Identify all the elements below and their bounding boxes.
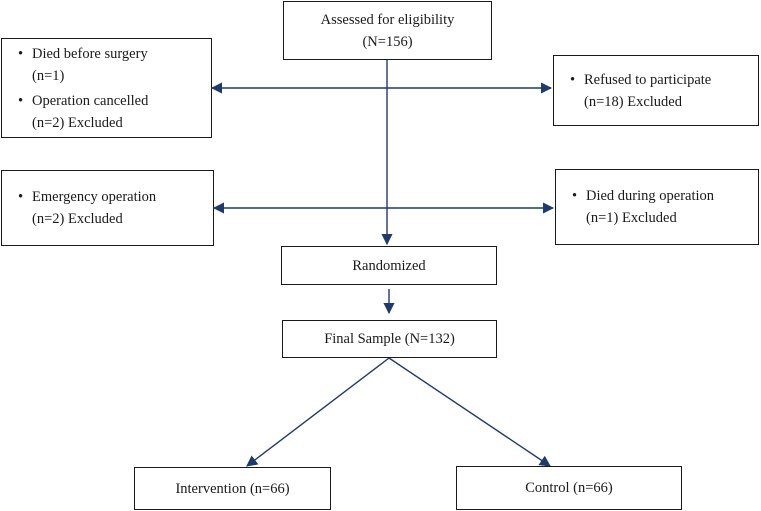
exclusion-item-died-before-surgery: • Died before surgery (n=1): [18, 43, 201, 87]
exclusion-item-line1: Operation cancelled: [32, 92, 149, 109]
right-mid-exclusion-box: • Died during operation (n=1) Excluded: [555, 169, 759, 245]
exclusion-item-line2: (n=18) Excluded: [584, 93, 682, 110]
bullet-icon: •: [570, 71, 576, 88]
exclusion-item-line2: (n=2) Excluded: [32, 211, 123, 227]
exclusion-item-line1: Emergency operation: [32, 189, 157, 205]
right-top-exclusion-box: • Refused to participate (n=18) Excluded: [553, 55, 759, 126]
assessed-title: Assessed for eligibility: [320, 11, 455, 28]
left-mid-exclusion-box: • Emergency operation (n=2) Excluded: [1, 170, 214, 246]
control-box: Control (n=66): [456, 466, 682, 510]
randomized-label: Randomized: [352, 257, 426, 274]
exclusion-item-line2: (n=1) Excluded: [586, 210, 677, 226]
final-sample-box: Final Sample (N=132): [282, 320, 497, 358]
exclusion-item-line1: Died during operation: [586, 188, 715, 204]
exclusion-item-refused: • Refused to participate (n=18) Excluded: [570, 69, 748, 113]
assessed-count: (N=156): [362, 33, 413, 50]
assessed-box: Assessed for eligibility (N=156): [283, 1, 492, 60]
final-sample-label: Final Sample (N=132): [324, 331, 455, 347]
exclusion-item-line2: (n=2) Excluded: [32, 114, 123, 131]
arrow-final-to-intervention: [246, 357, 390, 467]
bullet-icon: •: [18, 92, 24, 109]
exclusion-item-operation-cancelled: • Operation cancelled (n=2) Excluded: [18, 90, 201, 134]
intervention-box: Intervention (n=66): [134, 467, 331, 510]
exclusion-item-line1: Died before surgery: [32, 45, 148, 62]
exclusion-item-died-during-operation: • Died during operation (n=1) Excluded: [572, 185, 748, 229]
exclusion-item-emergency: • Emergency operation (n=2) Excluded: [18, 186, 203, 230]
bullet-icon: •: [18, 189, 24, 205]
bullet-icon: •: [572, 188, 578, 204]
control-label: Control (n=66): [525, 480, 613, 496]
randomized-box: Randomized: [281, 246, 497, 285]
arrow-final-to-control: [388, 357, 551, 467]
exclusion-item-line1: Refused to participate: [584, 71, 712, 88]
left-top-exclusion-box: • Died before surgery (n=1) • Operation …: [1, 38, 212, 138]
bullet-icon: •: [18, 45, 24, 62]
intervention-label: Intervention (n=66): [175, 480, 290, 497]
exclusion-item-line2: (n=1): [32, 67, 65, 84]
